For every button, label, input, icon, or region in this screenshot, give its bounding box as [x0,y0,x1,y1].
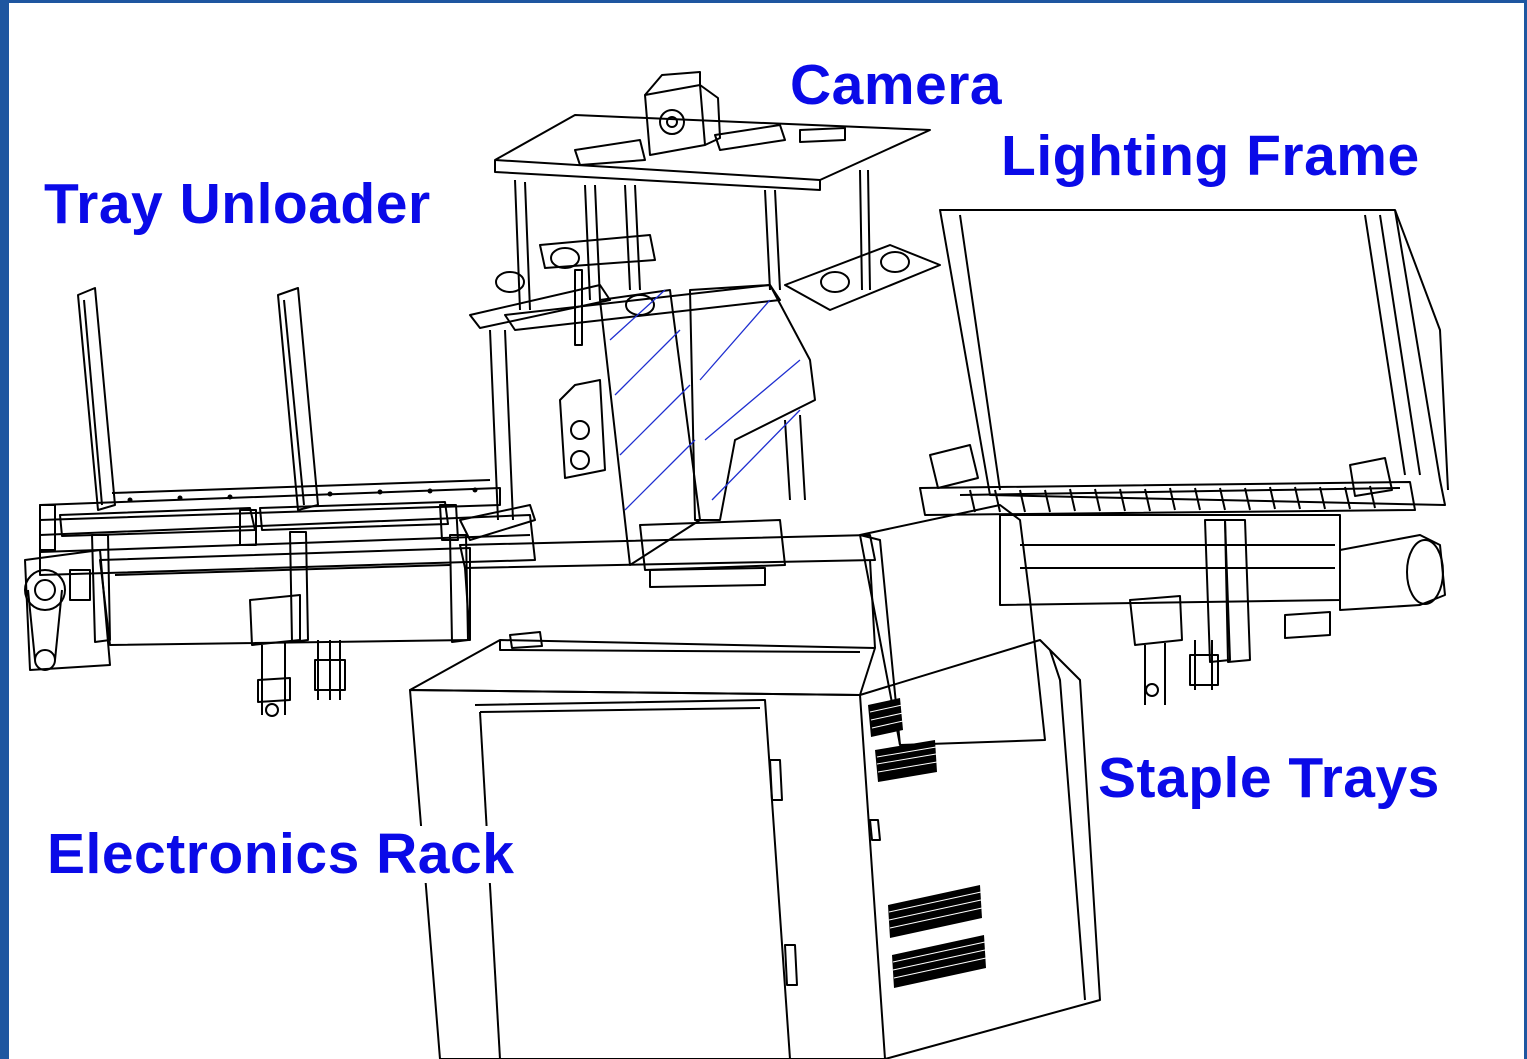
rack-vents [868,698,986,988]
camera-label: Camera [786,57,1007,114]
camera-lighting-frame-drawing [469,71,941,588]
rack-vent-slats [869,704,987,979]
staple-trays-label: Staple Trays [1094,750,1444,807]
tray-unloader-label: Tray Unloader [40,176,435,233]
frame-top-border [0,0,1527,3]
electronics-rack-drawing [409,504,1101,1059]
tray-unloader-drawing [24,287,536,717]
frame-right-border [1524,0,1527,1059]
frame-left-border [0,0,9,1059]
mirror-hatch-lines [609,289,801,511]
lighting-frame-label: Lighting Frame [997,128,1424,185]
staple-trays-drawing [919,209,1449,705]
electronics-rack-label: Electronics Rack [43,826,519,883]
